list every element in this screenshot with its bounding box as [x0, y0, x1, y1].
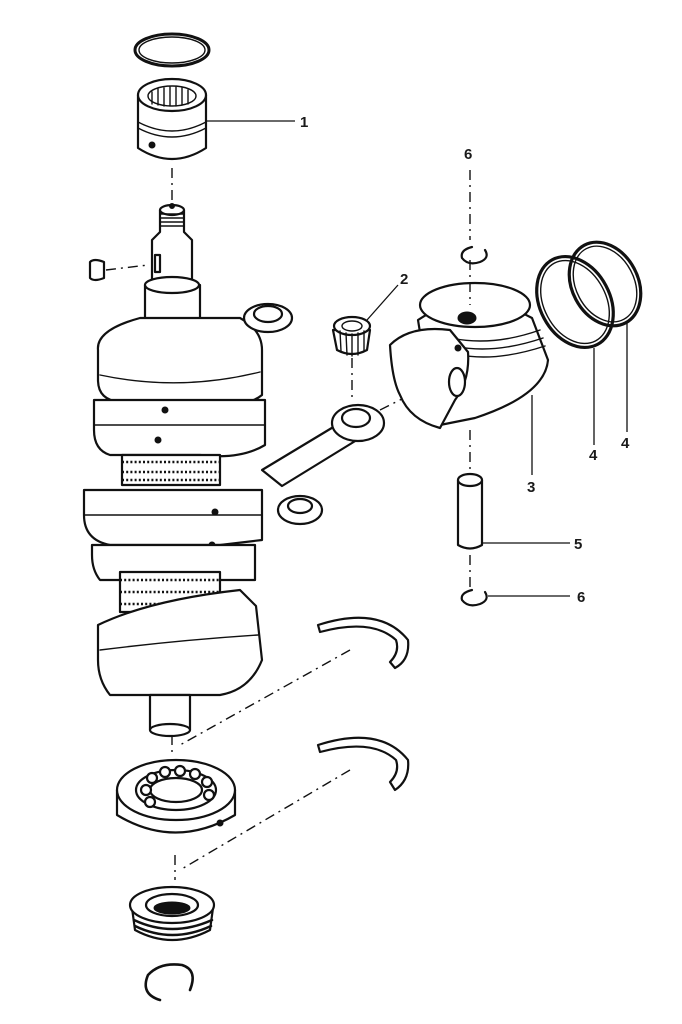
callout-3: 3 — [527, 479, 535, 496]
connecting-rod — [260, 379, 441, 488]
top-o-ring — [133, 32, 211, 68]
bottom-snap-ring — [144, 963, 194, 1002]
piston — [388, 281, 550, 430]
lower-ball-bearing — [115, 758, 237, 834]
callout-6-lower: 6 — [577, 589, 585, 606]
lower-oil-seal — [128, 885, 216, 942]
callout-labels: 1 2 3 4 4 5 6 6 — [300, 114, 630, 606]
callout-4-inner: 4 — [589, 447, 598, 464]
crankshaft — [82, 302, 324, 738]
callout-4-outer: 4 — [621, 435, 630, 452]
callout-5: 5 — [574, 536, 582, 553]
callout-1: 1 — [300, 114, 308, 131]
woodruff-key — [88, 258, 149, 282]
piston-rings — [535, 240, 643, 350]
callout-6-upper: 6 — [464, 146, 472, 163]
callout-2: 2 — [400, 271, 408, 288]
crankshaft-upper-bearing — [136, 77, 208, 160]
piston-pin-clips — [460, 245, 488, 607]
thrust-washers — [179, 616, 410, 871]
leader-lines — [207, 120, 628, 597]
piston-pin — [456, 472, 484, 550]
needle-bearing — [331, 315, 372, 400]
